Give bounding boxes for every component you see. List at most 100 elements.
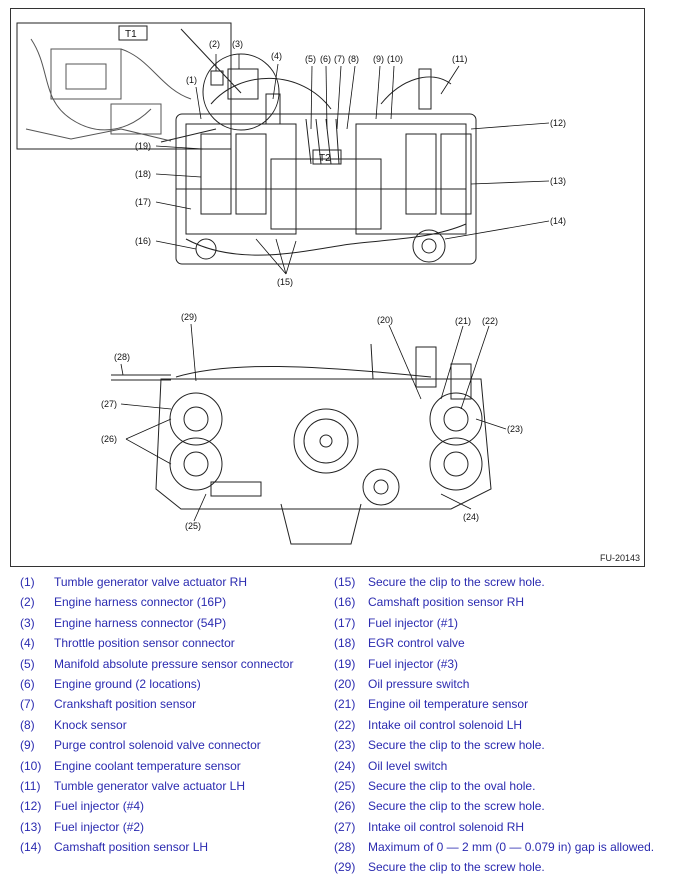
legend-item-number: (11) [20, 778, 41, 793]
legend-item: (6) Engine ground (2 locations) [20, 674, 293, 694]
legend-item-number: (3) [20, 615, 35, 630]
callout-29: (29) [181, 312, 197, 322]
upper-engine-view [175, 68, 477, 265]
legend-item-number: (4) [20, 636, 35, 651]
legend-item: (10) Engine coolant temperature sensor [20, 756, 293, 776]
callout-26: (26) [101, 434, 117, 444]
legend-item: (19)Fuel injector (#3) [334, 654, 654, 674]
legend-item-number: (6) [20, 676, 35, 691]
legend-item: (28) Maximum of 0 — 2 mm (0 — 0.079 in) g… [334, 837, 654, 857]
legend-item-number: (10) [20, 758, 42, 773]
legend-item: (25)Secure the clip to the oval hole. [334, 776, 654, 796]
legend-item-text: Fuel injector (#4) [54, 799, 145, 814]
legend-item-number: (9) [20, 738, 35, 753]
legend-item-number: (7) [20, 697, 35, 712]
legend-item: (22) Intake oil control solenoid LH [334, 715, 654, 735]
wiring-diagram-figure: T1 T2 (1) (2) (3) (4) (5) (6) (7) (8) (9… [10, 8, 645, 567]
figure-code: FU-20143 [599, 553, 640, 563]
legend-item-text: Tumble generator valve actuator LH [54, 778, 245, 793]
legend-item-text: Engine ground (2 locations) [54, 676, 201, 691]
legend-item-number: (28) [334, 840, 356, 855]
legend-left-column: (1) Tumble generator valve actuator RH (2)… [20, 572, 293, 857]
callout-4: (4) [271, 51, 282, 61]
legend-item: (12) Fuel injector (#4) [20, 796, 293, 816]
legend-item-number: (29) [334, 860, 356, 875]
legend-item-number: (20) [334, 676, 356, 691]
legend-item: (8) Knock sensor [20, 715, 293, 735]
callout-14: (14) [550, 216, 566, 226]
inset-leader [180, 28, 242, 94]
legend-item-text: Camshaft position sensor LH [54, 840, 209, 855]
legend-item-text: Engine harness connector (54P) [54, 615, 227, 630]
inset-detail-box [16, 22, 232, 150]
legend-item-number: (21) [334, 697, 356, 712]
legend-item-text: Engine oil temperature sensor [368, 697, 529, 712]
legend-item: (5) Manifold absolute pressure sensor con… [20, 654, 293, 674]
tag-box-t2 [312, 149, 342, 165]
legend-item: (3) Engine harness connector (54P) [20, 613, 293, 633]
legend-item-number: (2) [20, 595, 35, 610]
callout-22: (22) [482, 316, 498, 326]
legend-item-number: (1) [20, 575, 35, 589]
legend-item-number: (14) [20, 840, 42, 855]
legend-item-text: Oil pressure switch [368, 676, 470, 691]
legend-item: (24)Oil level switch [334, 756, 654, 776]
callout-5: (5) [305, 54, 316, 64]
legend-item-text: Purge control solenoid valve connector [54, 738, 261, 753]
callout-18: (18) [135, 169, 151, 179]
legend-item-text: Crankshaft position sensor [54, 697, 197, 712]
legend-item: (14) Camshaft position sensor LH [20, 837, 293, 857]
callout-23: (23) [507, 424, 523, 434]
legend-item-text: Tumble generator valve actuator RH [54, 575, 247, 589]
legend-item-number: (22) [334, 717, 356, 732]
legend-item-text: Intake oil control solenoid LH [368, 717, 523, 732]
legend-item: (15)Secure the clip to the screw hole. [334, 572, 654, 592]
legend-item-text: Manifold absolute pressure sensor connec… [54, 656, 294, 671]
legend-item-number: (12) [20, 799, 42, 814]
legend-item-number: (13) [20, 819, 42, 834]
tag-t1: T1 [125, 29, 137, 40]
callout-16: (16) [135, 236, 151, 246]
legend-item: (7) Crankshaft position sensor [20, 694, 293, 714]
callout-27: (27) [101, 399, 117, 409]
engine-line-drawing: T1 T2 (1) (2) (3) (4) (5) (6) (7) (8) (9… [16, 22, 566, 545]
callout-15: (15) [277, 277, 293, 287]
callout-7: (7) [334, 54, 345, 64]
legend-item-number: (19) [334, 656, 356, 671]
callout-2: (2) [209, 39, 220, 49]
legend-item-text: Throttle position sensor connector [54, 636, 235, 651]
legend-item-number: (25) [334, 778, 356, 793]
legend-item-text: Knock sensor [54, 717, 127, 732]
legend-item: (27)Intake oil control solenoid RH [334, 817, 654, 837]
callout-11: (11) [452, 54, 467, 64]
legend-item-text: Secure the clip to the screw hole. [368, 799, 545, 814]
legend-item: (21) Engine oil temperature sensor [334, 694, 654, 714]
legend-item-text: Camshaft position sensor RH [368, 595, 525, 610]
legend-item-text: Secure the clip to the screw hole. [368, 860, 545, 875]
legend-item: (18)EGR control valve [334, 633, 654, 653]
callout-21: (21) [455, 316, 471, 326]
legend-item-number: (15) [334, 575, 356, 589]
legend-item-text: EGR control valve [368, 636, 465, 651]
legend-right-column: (15)Secure the clip to the screw hole.(1… [334, 572, 654, 878]
legend-item: (4) Throttle position sensor connector [20, 633, 293, 653]
legend-item-number: (17) [334, 615, 356, 630]
legend-item-text: Maximum of 0 — 2 mm (0 — 0.079 in) gap i… [368, 840, 655, 855]
tag-box-t1 [118, 25, 148, 41]
legend-item: (9) Purge control solenoid valve connecto… [20, 735, 293, 755]
legend-item: (26)Secure the clip to the screw hole. [334, 796, 654, 816]
callout-3: (3) [232, 39, 243, 49]
callout-25: (25) [185, 521, 201, 531]
callout-28: (28) [114, 352, 130, 362]
legend-item-text: Engine coolant temperature sensor [54, 758, 241, 773]
legend-item: (17)Fuel injector (#1) [334, 613, 654, 633]
legend-item-number: (5) [20, 656, 35, 671]
lower-engine-view [111, 343, 492, 545]
legend-item: (2)Engine harness connector (16P) [20, 592, 293, 612]
legend-item-text: Fuel injector (#2) [54, 819, 145, 834]
legend-item-number: (23) [334, 738, 356, 753]
leader-lines [120, 54, 550, 522]
legend-item-number: (8) [20, 717, 35, 732]
callout-1: (1) [186, 75, 197, 85]
legend-item-text: Secure the clip to the screw hole. [368, 738, 545, 753]
